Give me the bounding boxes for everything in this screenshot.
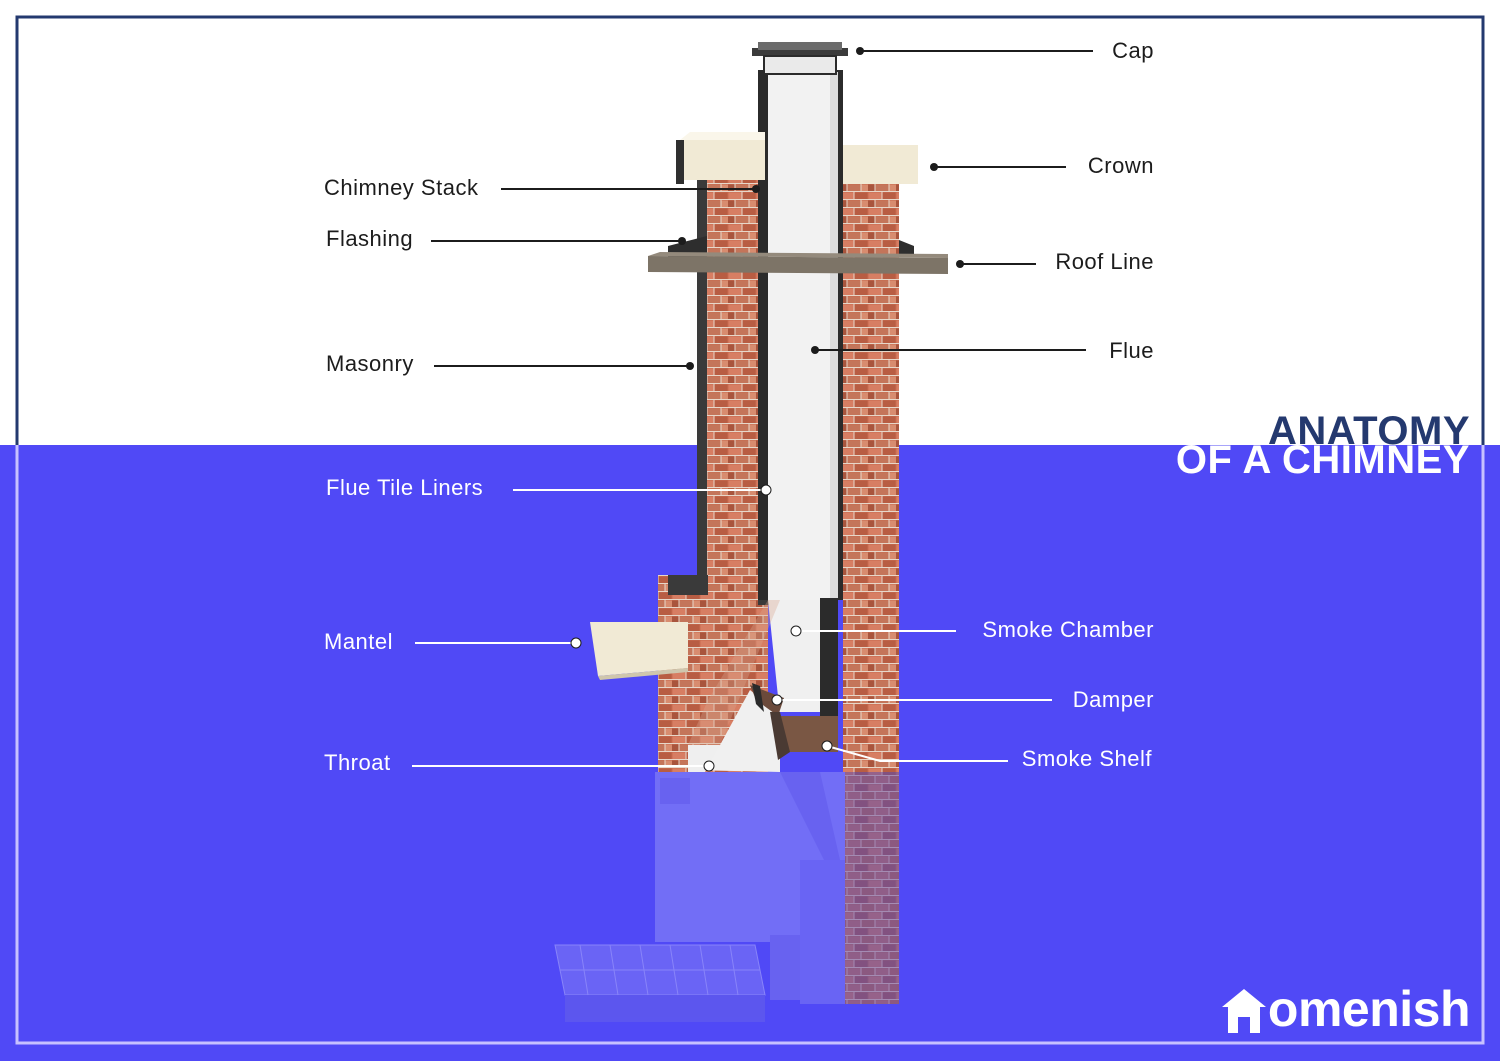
mantel-shelf bbox=[590, 622, 688, 676]
brand-logo: omenish bbox=[1222, 985, 1470, 1033]
label-masonry: Masonry bbox=[326, 351, 414, 377]
roof-line-board bbox=[648, 256, 948, 274]
chimney-crown-right bbox=[843, 145, 918, 184]
house-h-icon bbox=[1222, 987, 1266, 1033]
label-flashing: Flashing bbox=[326, 226, 413, 252]
label-damper: Damper bbox=[1073, 687, 1154, 713]
chimney-crown-left bbox=[680, 140, 765, 180]
title-line-2: OF A CHIMNEY bbox=[1176, 442, 1470, 478]
label-chimney-stack: Chimney Stack bbox=[324, 175, 478, 201]
label-throat: Throat bbox=[324, 750, 391, 776]
flue-liner bbox=[768, 72, 830, 600]
label-smoke-shelf: Smoke Shelf bbox=[1022, 746, 1152, 772]
label-crown: Crown bbox=[1088, 153, 1154, 179]
brand-name: omenish bbox=[1268, 985, 1470, 1033]
label-roof-line: Roof Line bbox=[1055, 249, 1154, 275]
label-smoke-chamber: Smoke Chamber bbox=[982, 617, 1154, 643]
label-mantel: Mantel bbox=[324, 629, 393, 655]
label-flue: Flue bbox=[1109, 338, 1154, 364]
label-flue-tile-liners: Flue Tile Liners bbox=[326, 475, 483, 501]
label-cap: Cap bbox=[1112, 38, 1154, 64]
masonry-left bbox=[707, 180, 765, 575]
